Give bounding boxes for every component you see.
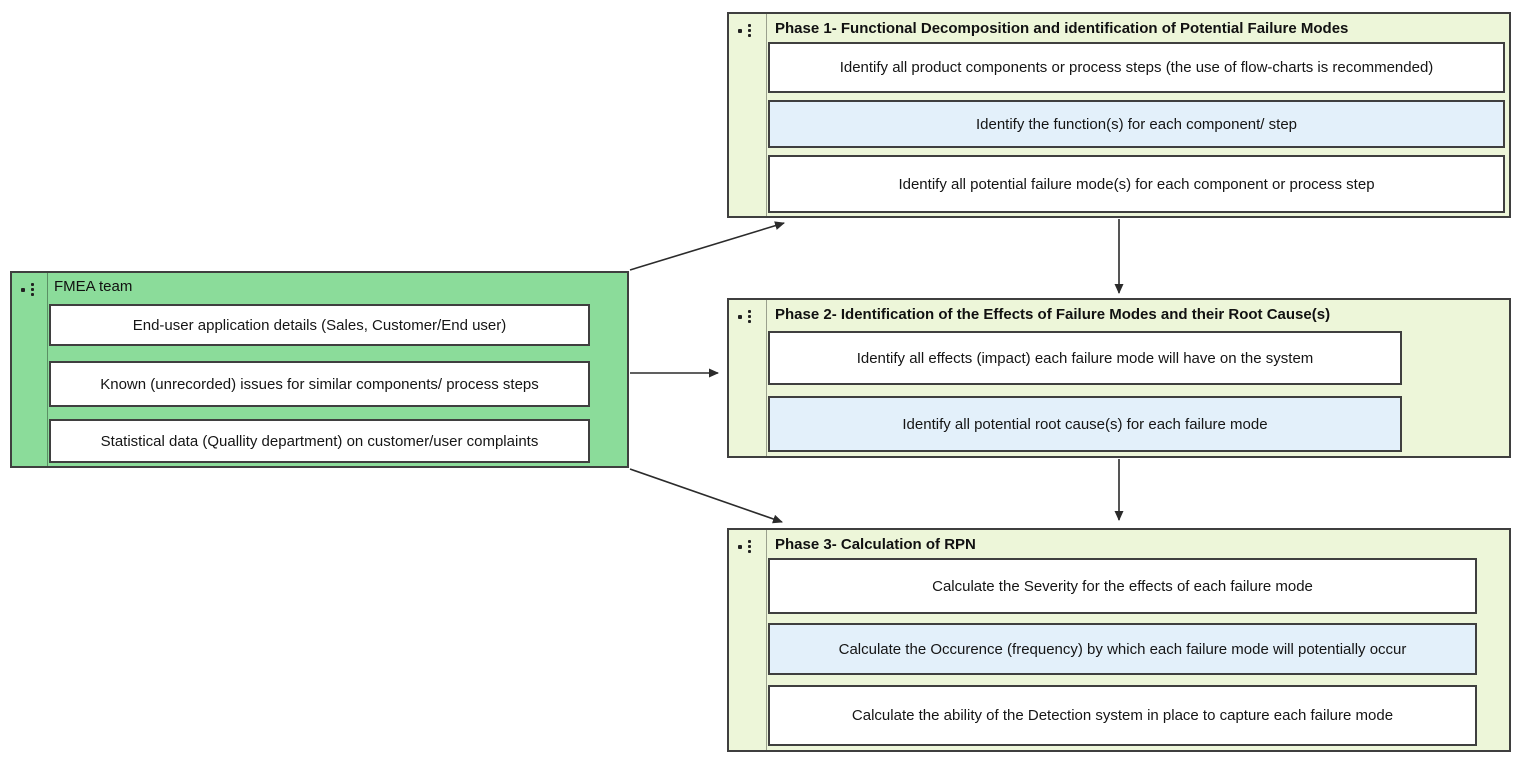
collapse-icon[interactable] xyxy=(737,309,759,325)
phase3-title: Phase 3- Calculation of RPN xyxy=(775,536,976,553)
fmea-team-box: FMEA team End-user application details (… xyxy=(10,271,629,468)
fmea-input-statistical-data: Statistical data (Quallity department) o… xyxy=(49,419,590,463)
phase2-box: Phase 2- Identification of the Effects o… xyxy=(727,298,1511,458)
divider xyxy=(766,14,767,216)
phase2-step-identify-effects: Identify all effects (impact) each failu… xyxy=(768,331,1402,385)
collapse-icon[interactable] xyxy=(20,282,42,298)
phase1-box: Phase 1- Functional Decomposition and id… xyxy=(727,12,1511,218)
phase1-step-identify-failure-modes: Identify all potential failure mode(s) f… xyxy=(768,155,1505,213)
phase2-title: Phase 2- Identification of the Effects o… xyxy=(775,306,1331,323)
phase2-step-identify-root-causes: Identify all potential root cause(s) for… xyxy=(768,396,1402,452)
divider xyxy=(766,300,767,456)
phase3-step-calculate-detection: Calculate the ability of the Detection s… xyxy=(768,685,1477,746)
fmea-input-end-user-details: End-user application details (Sales, Cus… xyxy=(49,304,590,346)
phase1-step-identify-functions: Identify the function(s) for each compon… xyxy=(768,100,1505,148)
arrow-team-to-phase1 xyxy=(629,221,785,271)
phase3-step-calculate-occurrence: Calculate the Occurence (frequency) by w… xyxy=(768,623,1477,675)
arrow-team-to-phase3 xyxy=(629,468,783,524)
fmea-input-known-issues: Known (unrecorded) issues for similar co… xyxy=(49,361,590,407)
collapse-icon[interactable] xyxy=(737,23,759,39)
divider xyxy=(47,273,48,466)
phase1-title: Phase 1- Functional Decomposition and id… xyxy=(775,20,1349,37)
collapse-icon[interactable] xyxy=(737,539,759,555)
phase1-step-identify-components: Identify all product components or proce… xyxy=(768,42,1505,93)
phase3-step-calculate-severity: Calculate the Severity for the effects o… xyxy=(768,558,1477,614)
phase3-box: Phase 3- Calculation of RPN Calculate th… xyxy=(727,528,1511,752)
divider xyxy=(766,530,767,750)
fmea-team-title: FMEA team xyxy=(54,278,133,295)
